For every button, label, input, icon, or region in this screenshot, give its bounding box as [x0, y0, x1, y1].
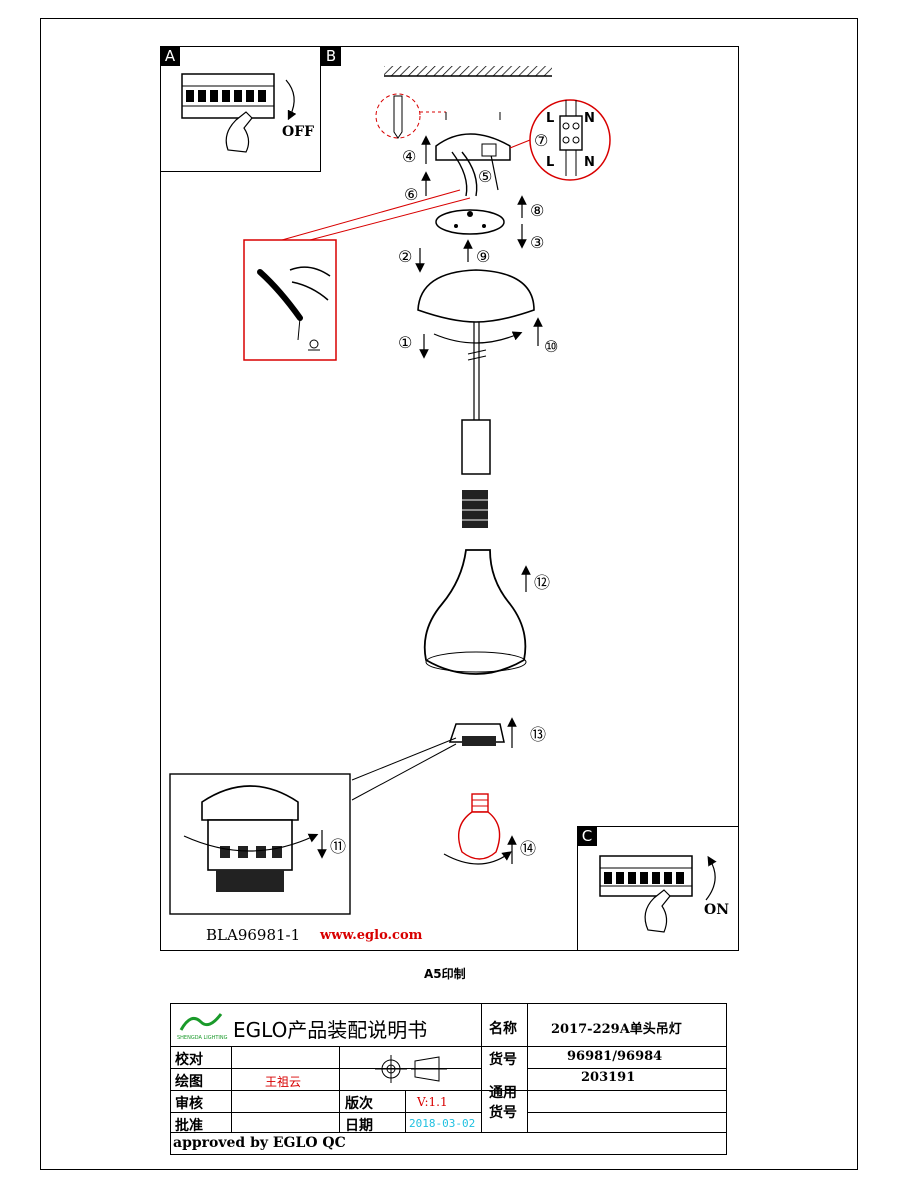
general-label-bottom: 货号 [489, 1105, 517, 1121]
neutral-wire-label-bottom: N [584, 155, 595, 170]
movement-arrows [317, 135, 543, 864]
ceiling [384, 66, 552, 76]
step-7: ⑦ [534, 131, 548, 150]
company-logo: SHENGDA LIGHTING [177, 1013, 228, 1041]
ceiling-canopy [435, 133, 511, 161]
step-12: ⑫ [534, 573, 550, 592]
title-block: SHENGDA LIGHTING EGLO产品装配说明书 名称 2017-229… [170, 1003, 727, 1155]
panel-c-tag: C [577, 826, 597, 846]
version-label: 版次 [345, 1096, 373, 1112]
version-value: V:1.1 [417, 1095, 448, 1109]
lamp-holder-sleeve [461, 419, 491, 475]
mounting-plate [435, 209, 505, 235]
step-13: ⑬ [530, 725, 546, 744]
website-link[interactable]: www.eglo.com [320, 928, 423, 943]
light-bulb [443, 793, 512, 865]
drawing-id: BLA96981-1 [206, 926, 301, 944]
date-value: 2018-03-02 [409, 1117, 476, 1130]
instruction-frame [160, 46, 739, 951]
date-label: 日期 [345, 1118, 373, 1134]
step-10: ⑩ [544, 337, 558, 356]
glass-shade [423, 549, 527, 675]
approval-note: approved by EGLO QC [173, 1135, 346, 1151]
step-2: ② [398, 247, 412, 266]
step-1: ① [398, 333, 412, 352]
approve-label: 批准 [175, 1118, 203, 1134]
draw-value: 王祖云 [265, 1075, 302, 1089]
name-label: 名称 [489, 1021, 517, 1037]
step-5: ⑤ [478, 167, 492, 186]
live-wire-label-bottom: L [546, 155, 554, 170]
neutral-wire-label-top: N [584, 111, 595, 126]
name-value: 2017-229A单头吊灯 [551, 1022, 682, 1037]
proofread-label: 校对 [175, 1052, 203, 1068]
article-label: 货号 [489, 1052, 517, 1068]
svg-text:SHENGDA LIGHTING: SHENGDA LIGHTING [177, 1035, 228, 1041]
breaker-off-illustration [181, 73, 297, 153]
page-frame [40, 18, 858, 1170]
canopy-cover [417, 269, 535, 323]
step-numbers: ① ② ③ ④ ⑤ ⑥ ⑦ ⑧ ⑨ ⑩ ⑪ ⑫ ⑬ ⑭ [330, 131, 558, 858]
step-6: ⑥ [404, 185, 418, 204]
article-value: 96981/96984 [567, 1049, 663, 1064]
panel-c [577, 826, 739, 951]
wall-plug-detail [375, 93, 421, 139]
on-label: ON [704, 902, 729, 918]
step-9: ⑨ [476, 247, 490, 266]
off-label: OFF [282, 124, 315, 140]
document-title: EGLO产品装配说明书 [233, 1018, 428, 1042]
step-3: ③ [530, 233, 544, 252]
panel-a [160, 46, 321, 172]
step-4: ④ [402, 147, 416, 166]
print-note: A5印制 [424, 967, 466, 981]
general-label-top: 通用 [489, 1085, 517, 1101]
breaker-on-illustration [599, 855, 717, 933]
socket [462, 490, 488, 528]
article-value-alt: 203191 [581, 1070, 636, 1085]
draw-label: 绘图 [175, 1074, 203, 1090]
projection-symbol [375, 1055, 447, 1083]
step-11: ⑪ [330, 837, 346, 856]
live-wire-label-top: L [546, 111, 554, 126]
step-14: ⑭ [520, 839, 536, 858]
review-label: 审核 [175, 1096, 203, 1112]
panel-b-tag: B [321, 46, 341, 66]
step-8: ⑧ [530, 201, 544, 220]
panel-a-tag: A [160, 46, 180, 66]
